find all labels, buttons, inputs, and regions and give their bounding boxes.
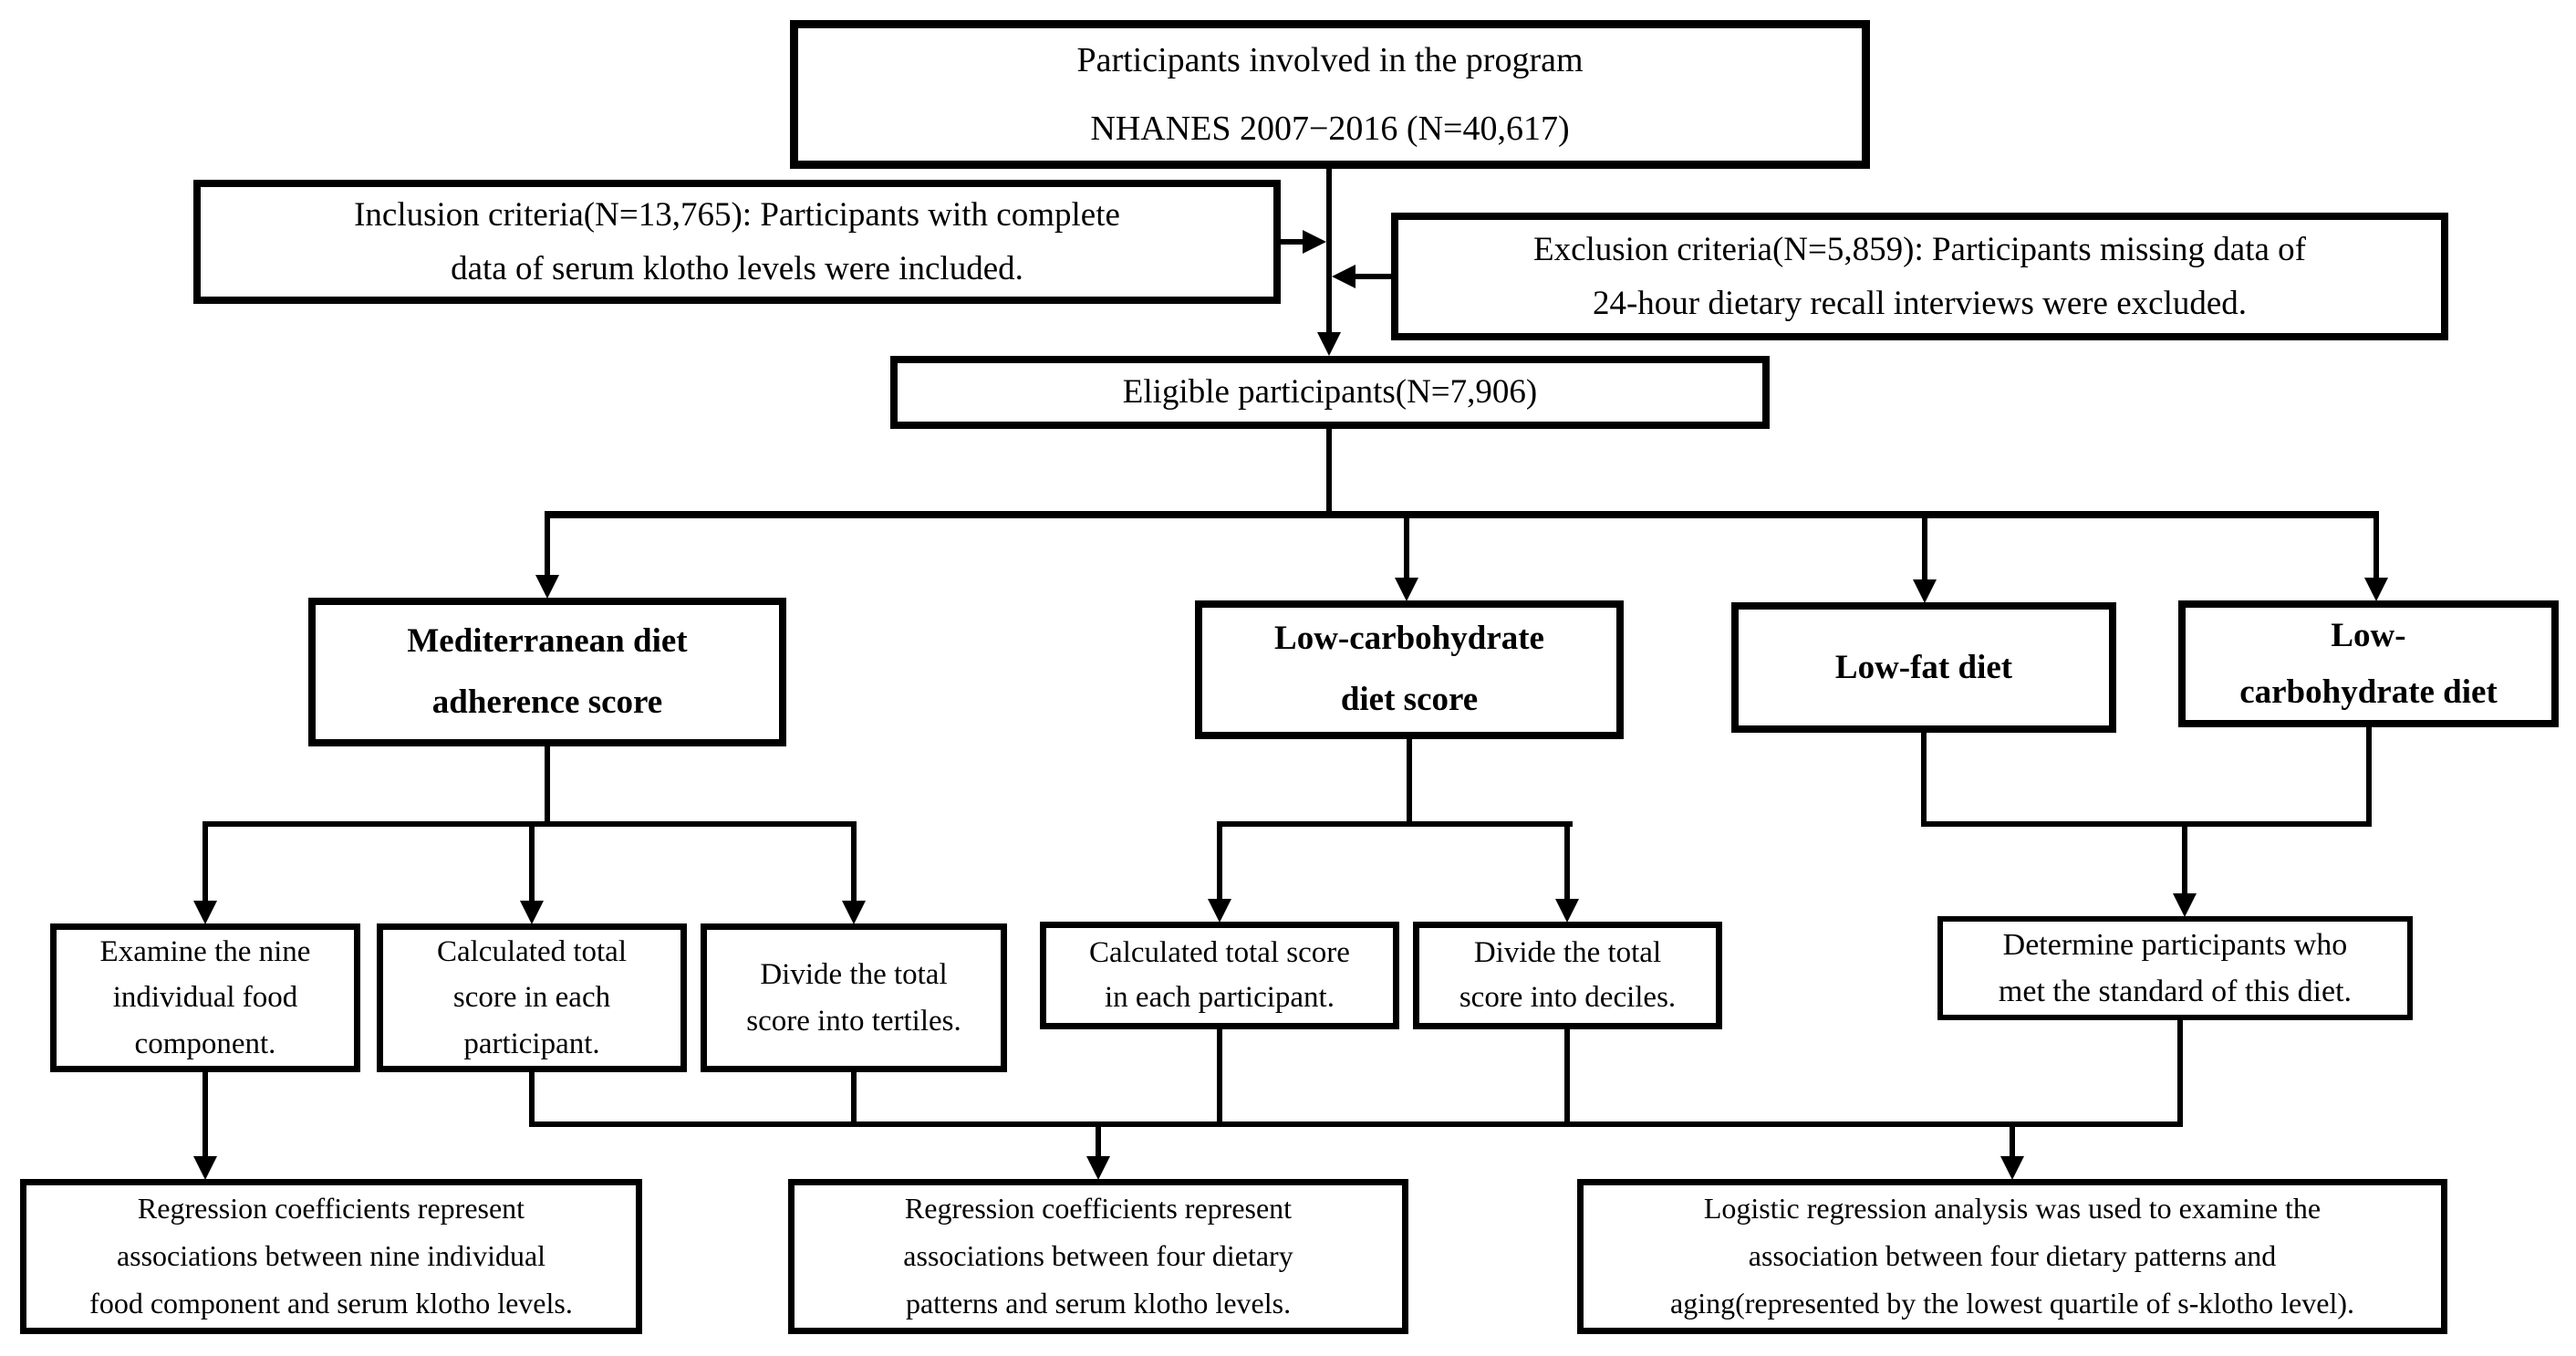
node-eligible-participants: Eligible participants(N=7,906) — [890, 356, 1770, 429]
drop-to-determine — [2182, 821, 2187, 894]
connector-eligible-down — [1326, 429, 1332, 516]
node-participants-program: Participants involved in the program NHA… — [790, 20, 1870, 169]
node-mediterranean-diet-score: Mediterranean diet adherence score — [308, 598, 786, 746]
connector-inclusion-to-main — [1281, 239, 1308, 245]
bus-diet-distribution — [545, 511, 2379, 518]
arrowhead-into-deciles — [1555, 899, 1579, 923]
drop-to-lowcarb — [2373, 511, 2379, 580]
drop-to-lcds — [1404, 511, 1409, 580]
bus-lowfat-lowcarb — [1921, 821, 2372, 827]
arrowhead-into-result-nine — [193, 1156, 217, 1180]
arrowhead-into-lcds — [1395, 578, 1418, 601]
node-exclusion-criteria: Exclusion criteria(N=5,859): Participant… — [1391, 213, 2448, 340]
arrowhead-exclusion — [1332, 265, 1356, 288]
drop-to-examine — [203, 821, 208, 903]
drop-to-mediterranean — [545, 511, 550, 578]
drop-to-deciles — [1564, 821, 1570, 902]
arrowhead-into-lowcarb — [2364, 578, 2388, 601]
arrowhead-into-result-logistic — [2000, 1156, 2024, 1180]
bus-results-collector — [529, 1121, 2183, 1127]
drop-to-lowfat — [1922, 511, 1927, 582]
feed-determine — [2177, 1020, 2183, 1124]
connector-lowfat-down — [1921, 733, 1927, 827]
arrowhead-into-lowfat — [1913, 579, 1937, 603]
bus-lcds-steps — [1217, 821, 1573, 827]
arrowhead-into-tertiles — [842, 901, 866, 924]
node-divide-into-deciles: Divide the total score into deciles. — [1413, 922, 1722, 1029]
node-determine-standard-met: Determine participants who met the stand… — [1937, 916, 2413, 1020]
connector-examine-to-result — [203, 1072, 208, 1159]
drop-to-result-logistic — [2010, 1121, 2015, 1160]
drop-to-result-four — [1096, 1121, 1101, 1160]
arrowhead-into-determine — [2173, 893, 2197, 917]
node-divide-into-tertiles: Divide the total score into tertiles. — [701, 923, 1007, 1072]
node-low-fat-diet: Low-fat diet — [1731, 602, 2116, 733]
arrowhead-into-calc-med — [520, 901, 544, 924]
drop-to-calc-lc — [1217, 821, 1222, 902]
arrowhead-into-calc-lc — [1208, 899, 1231, 923]
node-inclusion-criteria: Inclusion criteria(N=13,765): Participan… — [193, 180, 1281, 304]
node-calculated-total-score-med: Calculated total score in each participa… — [377, 923, 687, 1072]
feed-deciles — [1564, 1029, 1570, 1124]
arrowhead-into-examine — [193, 901, 217, 924]
arrowhead-inclusion — [1303, 230, 1326, 254]
node-logistic-regression-aging: Logistic regression analysis was used to… — [1577, 1179, 2447, 1334]
node-regression-nine-components: Regression coefficients represent associ… — [20, 1179, 642, 1334]
node-regression-four-patterns: Regression coefficients represent associ… — [788, 1179, 1408, 1334]
drop-to-calc-med — [529, 821, 535, 903]
connector-med-down — [545, 746, 550, 827]
arrowhead-into-eligible — [1317, 332, 1341, 356]
node-low-carbohydrate-diet-score: Low-carbohydrate diet score — [1195, 600, 1624, 739]
drop-to-tertiles — [851, 821, 857, 903]
connector-lcds-down — [1407, 739, 1412, 827]
connector-top-to-eligible — [1326, 169, 1332, 338]
arrowhead-into-mediterranean — [535, 575, 559, 599]
feed-calc-lc — [1217, 1029, 1222, 1124]
connector-exclusion-to-main — [1354, 274, 1391, 279]
feed-calc-med — [529, 1072, 535, 1124]
feed-tertiles — [851, 1072, 857, 1124]
node-calculated-total-score-lc: Calculated total score in each participa… — [1040, 922, 1399, 1029]
arrowhead-into-result-four — [1086, 1156, 1110, 1180]
connector-lowcarb-down — [2366, 727, 2372, 827]
node-examine-nine-components: Examine the nine individual food compone… — [50, 923, 360, 1072]
node-low-carbohydrate-diet: Low- carbohydrate diet — [2178, 600, 2559, 727]
